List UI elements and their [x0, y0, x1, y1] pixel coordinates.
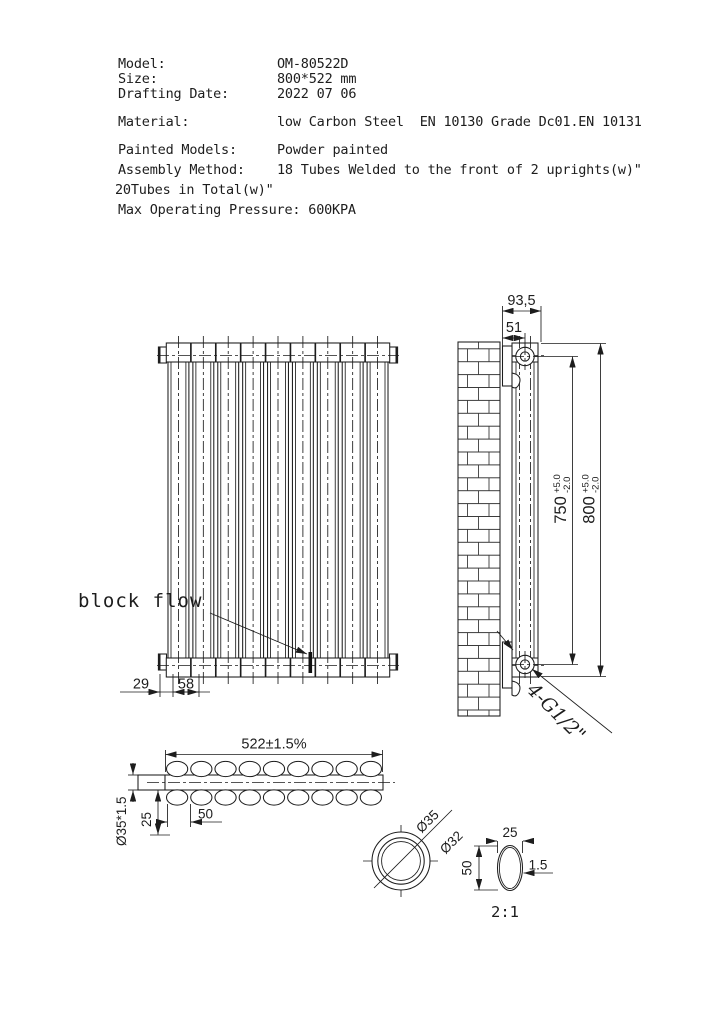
dim-50: 50 [198, 807, 213, 822]
spec-row-material: Material: low Carbon Steel EN 10130 Grade… [118, 114, 642, 130]
spec-row-date: Drafting Date: 2022 07 06 [118, 86, 356, 102]
block-flow-leader [209, 612, 308, 655]
tube-section-oval [287, 789, 310, 806]
dim-header-tube-dia: Ø35*1.5 [114, 763, 140, 846]
block-flow-label: block flow [78, 590, 202, 612]
detail-circle-section: Ø35 Ø32 [363, 807, 466, 897]
spec-label: Size: [118, 71, 158, 87]
oval-dim-wall: 1.5 [529, 858, 548, 873]
spec-row-size: Size: 800*522 mm [118, 71, 356, 87]
dim-93-5: 93,5 [507, 293, 535, 309]
dim-522: 522±1.5% [241, 737, 306, 753]
tube-section-oval [311, 789, 334, 806]
dim-51: 51 [506, 320, 522, 336]
tube-section-oval [262, 789, 286, 806]
detail-scale-label: 2:1 [491, 903, 519, 921]
dim-bracket-offset: 51 [502, 320, 526, 348]
spec-line-tubes-total: 20Tubes in Total(w)" [115, 182, 274, 198]
tol-plus: +5.0 [581, 474, 592, 493]
dia-leader [373, 809, 453, 889]
tube-section-oval [262, 760, 286, 778]
wall [457, 341, 501, 717]
dim-dia35: Ø35*1.5 [114, 796, 129, 846]
spec-value: 2022 07 06 [277, 86, 357, 102]
tube-section-oval [359, 789, 383, 806]
dim-800: 800 [581, 496, 599, 524]
tube-section-oval [190, 789, 213, 806]
dim-25: 25 [139, 812, 154, 827]
tol-minus: -2.0 [591, 477, 602, 493]
spec-value: 800*522 mm [277, 71, 357, 87]
dim-height-800: 800 +5.0 -2.0 [541, 343, 606, 677]
dim-tube-width-50: 50 [155, 804, 222, 827]
dim-29: 29 [133, 677, 149, 693]
oval-dim-50: 50 [460, 860, 475, 875]
spec-label: Painted Models: [118, 142, 237, 158]
fitting-callout: 4-G1/2" [522, 668, 613, 746]
tube-section-oval [311, 760, 334, 778]
tube-sections [165, 760, 383, 806]
spec-label: Material: [118, 114, 190, 130]
dim-width-522: 522±1.5% [165, 737, 383, 772]
end-tabs [157, 346, 399, 671]
bracket-pointer [496, 630, 514, 651]
tube-section-oval [335, 760, 358, 778]
tube-section-oval [238, 789, 261, 806]
spec-row-assembly: Assembly Method: 18 Tubes Welded to the f… [118, 162, 642, 178]
bottom-view: 522±1.5% Ø35*1.5 25 [114, 737, 395, 846]
tol-plus: +5.0 [552, 474, 563, 493]
spec-value: OM-80522D [277, 56, 349, 72]
side-radiator-body [505, 336, 546, 684]
radiator-tubes [165, 336, 391, 684]
tube-section-oval [165, 760, 189, 778]
dim-750: 750 [552, 496, 570, 524]
tube-section-oval [190, 760, 213, 778]
oval-dim-25: 25 [502, 825, 517, 840]
tube-section-oval [165, 789, 189, 806]
tube-section-oval [335, 789, 358, 806]
tube-section-oval [287, 760, 310, 778]
spec-label: Model: [118, 56, 166, 72]
front-view: block flow 29 58 [78, 336, 399, 697]
detail-oval-section: 25 50 1.5 2:1 [460, 825, 553, 921]
spec-line-pressure: Max Operating Pressure: 600KPA [118, 202, 356, 218]
spec-row-model: Model: OM-80522D [118, 56, 349, 72]
spec-value: Powder painted [277, 142, 388, 158]
tube-section-oval [359, 760, 383, 778]
spec-label: Drafting Date: [118, 86, 229, 102]
wall-bracket-bottom [496, 630, 538, 697]
spec-value: 18 Tubes Welded to the front of 2 uprigh… [277, 162, 642, 178]
tube-section-oval [214, 789, 237, 806]
tol-minus: -2.0 [562, 477, 573, 493]
dim-centers-750: 750 +5.0 -2.0 [535, 356, 578, 665]
tube-section-oval [214, 760, 237, 778]
front-bottom-dims: 29 58 [120, 674, 210, 697]
spec-value: low Carbon Steel EN 10130 Grade Dc01.EN … [277, 114, 642, 130]
dim-row-offset-25: 25 [139, 790, 170, 836]
spec-row-paint: Painted Models: Powder painted [118, 142, 388, 158]
wall-bracket-top [501, 343, 538, 389]
tube-section-oval [238, 760, 261, 778]
dim-58: 58 [178, 677, 194, 693]
block-flow-mark [308, 652, 313, 673]
label-dia-32: Ø32 [437, 828, 466, 857]
side-view: 93,5 51 750 +5.0 -2.0 [457, 293, 613, 746]
spec-label: Assembly Method: [118, 162, 245, 178]
label-dia-35: Ø35 [413, 807, 442, 836]
